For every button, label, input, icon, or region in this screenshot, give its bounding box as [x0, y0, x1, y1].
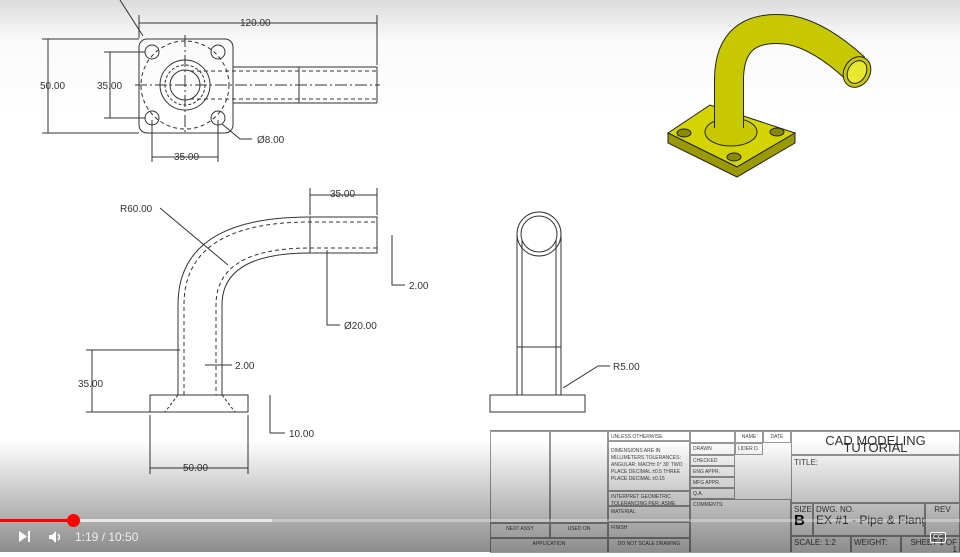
eng-appr: ENG APPR.: [690, 466, 735, 477]
progress-bar[interactable]: [0, 514, 960, 527]
comments: COMMENTS:: [690, 499, 791, 553]
current-time: 1:19: [75, 530, 99, 544]
dim-wall: 2.00: [409, 281, 429, 292]
played-bar: [0, 519, 73, 522]
title-label: TITLE:: [791, 455, 960, 503]
name-header: NAME: [735, 431, 763, 443]
do-not-scale: DO NOT SCALE DRAWING: [608, 538, 690, 553]
mfg-appr: MFG APPR.: [690, 477, 735, 488]
interpret: INTERPRET GEOMETRIC TOLERANCING PER: ASM…: [608, 491, 690, 506]
next-button[interactable]: [18, 530, 32, 546]
front-view: R60.00 35.00 2.00 Ø20.00 2.00 35.00 10.0…: [78, 188, 429, 474]
dwg-no: EX #1 - Pipe & Flange: [816, 513, 925, 527]
dim-straight: 35.00: [330, 189, 355, 200]
dim-height: 35.00: [78, 379, 103, 390]
dim-pipe-dia: Ø20.00: [344, 321, 377, 332]
volume-icon: [49, 531, 61, 543]
application: APPLICATION: [490, 538, 608, 553]
dim-120: 120.00: [240, 18, 271, 29]
dim-flange-w: 50.00: [183, 463, 208, 474]
used-on: USED ON: [550, 523, 608, 538]
checked: CHECKED: [690, 455, 735, 466]
duration: 10:50: [108, 530, 139, 544]
weight: WEIGHT:: [851, 536, 901, 553]
top-view: 120.00 50.00 35.00 35.00 Ø8.00: [40, 0, 380, 163]
time-display: 1:19 / 10:50: [75, 530, 138, 544]
time-separator: /: [98, 530, 109, 544]
buffered-bar: [0, 519, 272, 522]
dim-fillet: R5.00: [613, 362, 640, 373]
dim-35-v: 35.00: [97, 81, 122, 92]
scrubber-handle[interactable]: [66, 514, 80, 527]
scale: SCALE: 1:2: [791, 536, 851, 553]
skip-next-icon: [19, 531, 30, 542]
dwg-no-label: DWG. NO.: [816, 505, 855, 514]
dim-wall2: 2.00: [235, 361, 255, 372]
size-value: B: [794, 512, 805, 529]
dim-hole-dia: Ø8.00: [257, 135, 285, 146]
captions-button[interactable]: CC: [930, 532, 946, 543]
finish: FINISH: [608, 522, 690, 538]
dim-radius: R60.00: [120, 204, 153, 215]
material: MATERIAL: [608, 506, 690, 522]
drawn-by: LIDER D.: [735, 443, 763, 455]
title-block: NEXT ASSY USED ON APPLICATION UNLESS OTH…: [490, 430, 960, 553]
tolerances: DIMENSIONS ARE IN MILLIMETERS TOLERANCES…: [608, 441, 690, 491]
volume-button[interactable]: [48, 530, 64, 547]
side-view: R5.00: [489, 211, 640, 413]
company-name: CAD MODELING TUTORIAL: [791, 431, 960, 455]
dim-flange-thk: 10.00: [289, 429, 314, 440]
unless-specified: UNLESS OTHERWISE SPECIFIED:: [608, 431, 690, 441]
next-assy: NEXT ASSY: [490, 523, 550, 538]
iso-model: [667, 14, 872, 178]
dim-35-h: 35.00: [174, 152, 199, 163]
drawn: DRAWN: [690, 443, 735, 455]
size-label: SIZE: [794, 505, 812, 514]
qa: Q.A.: [690, 488, 735, 499]
dim-50: 50.00: [40, 81, 65, 92]
date-header: DATE: [763, 431, 791, 443]
